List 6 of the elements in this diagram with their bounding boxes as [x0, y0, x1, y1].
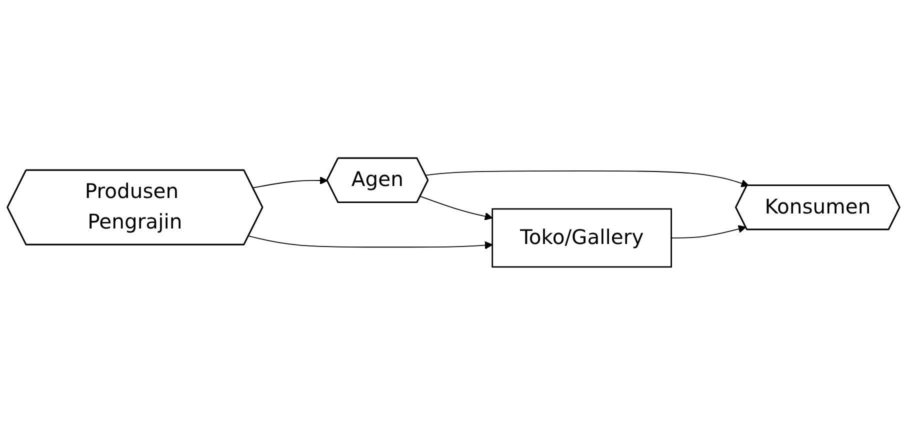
arrow: [670, 225, 746, 238]
arrow: [425, 170, 750, 188]
arrow: [248, 236, 493, 250]
arrow: [252, 176, 328, 188]
node-box: Toko/Gallery: [492, 208, 672, 268]
arrow: [420, 196, 493, 220]
